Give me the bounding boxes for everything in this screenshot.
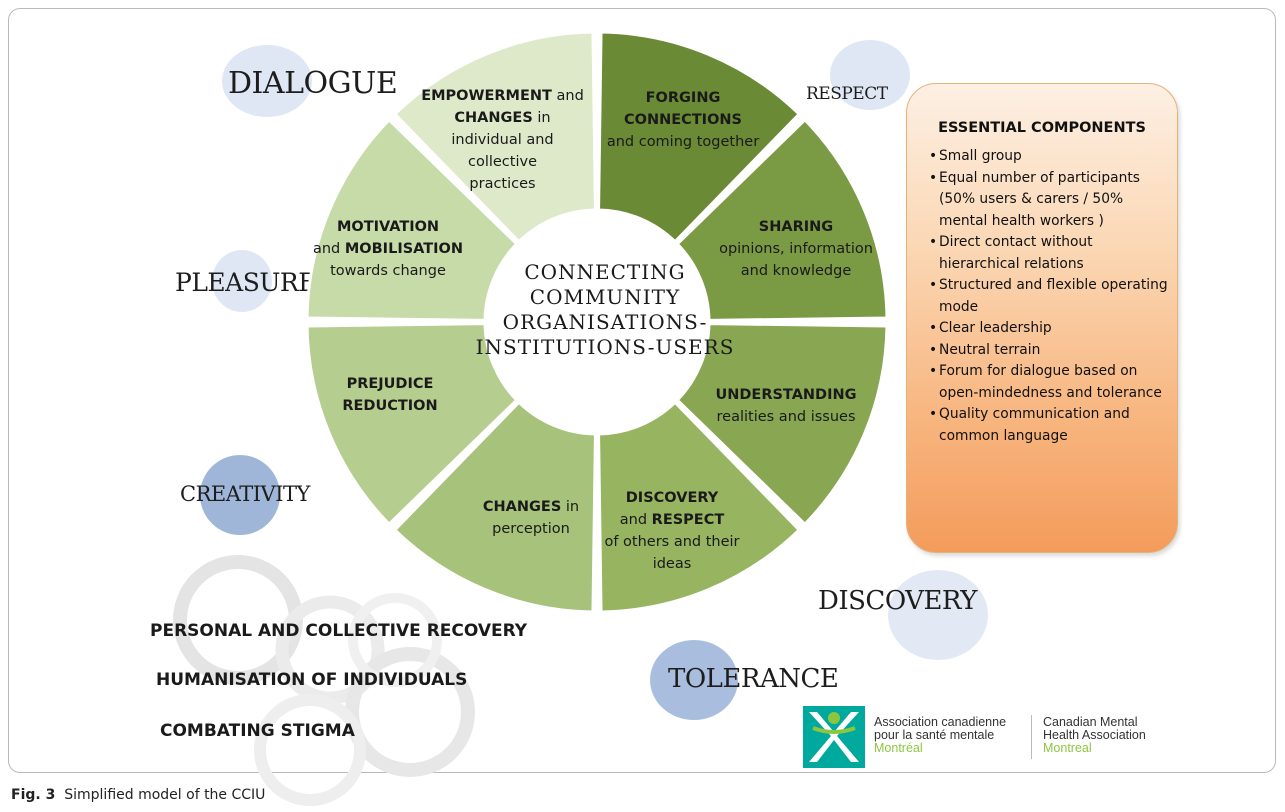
- cmha-logo-icon: [803, 706, 865, 768]
- creativity-word: CREATIVITY: [180, 482, 310, 506]
- logo-text-en: Canadian Mental Health Association Montr…: [1043, 715, 1146, 755]
- wheel-segment-empowerment: [392, 30, 597, 244]
- wheel-segment-sharing: [675, 117, 889, 322]
- dialogue-word: DIALOGUE: [228, 66, 398, 101]
- list-item: Equal number of participants (50% users …: [929, 168, 1169, 233]
- respect-bubble: [830, 40, 910, 110]
- wheel-segment-prejudice: [305, 322, 519, 527]
- essential-components-title: ESSENTIAL COMPONENTS: [938, 120, 1146, 136]
- essential-components-list: Small group Equal number of participants…: [929, 146, 1169, 447]
- list-item: Direct contact without hierarchical rela…: [929, 232, 1169, 275]
- tolerance-word: TOLERANCE: [668, 664, 839, 694]
- wheel-center: [487, 212, 707, 432]
- list-item: Forum for dialogue based on open-mindedn…: [929, 361, 1169, 404]
- pleasure-word: PLEASURE: [175, 268, 317, 297]
- wheel-segment-changes: [392, 400, 597, 614]
- logo-divider: [1031, 715, 1032, 759]
- dialogue-bubble: [222, 45, 312, 117]
- statement-recovery: PERSONAL AND COLLECTIVE RECOVERY: [150, 621, 528, 641]
- wheel-segment-motivation: [305, 117, 519, 322]
- pleasure-bubble: [212, 250, 272, 312]
- logo-text-fr: Association canadienne pour la santé men…: [874, 715, 1007, 755]
- list-item: Clear leadership: [929, 318, 1169, 340]
- essential-components-box: ESSENTIAL COMPONENTS Small group Equal n…: [906, 83, 1178, 553]
- wheel-segment-forging: [597, 30, 802, 244]
- list-item: Structured and flexible operating mode: [929, 275, 1169, 318]
- wheel-segment-understanding: [675, 322, 889, 527]
- wheel-segment-discovery: [597, 400, 802, 614]
- list-item: Neutral terrain: [929, 340, 1169, 362]
- discovery-word: DISCOVERY: [818, 586, 977, 616]
- discovery-bubble: [888, 570, 988, 660]
- creativity-bubble: [200, 455, 280, 535]
- respect-word: RESPECT: [806, 84, 888, 104]
- list-item: Quality communication and common languag…: [929, 404, 1169, 447]
- statement-humanisation: HUMANISATION OF INDIVIDUALS: [156, 670, 468, 690]
- statement-stigma: COMBATING STIGMA: [160, 721, 355, 741]
- tolerance-bubble: [650, 640, 738, 720]
- center-title: CONNECTING COMMUNITY ORGANISATIONS- INST…: [475, 260, 735, 359]
- list-item: Small group: [929, 146, 1169, 168]
- figure-frame: [8, 8, 1276, 773]
- figure-caption: Fig. 3 Simplified model of the CCIU: [11, 787, 266, 803]
